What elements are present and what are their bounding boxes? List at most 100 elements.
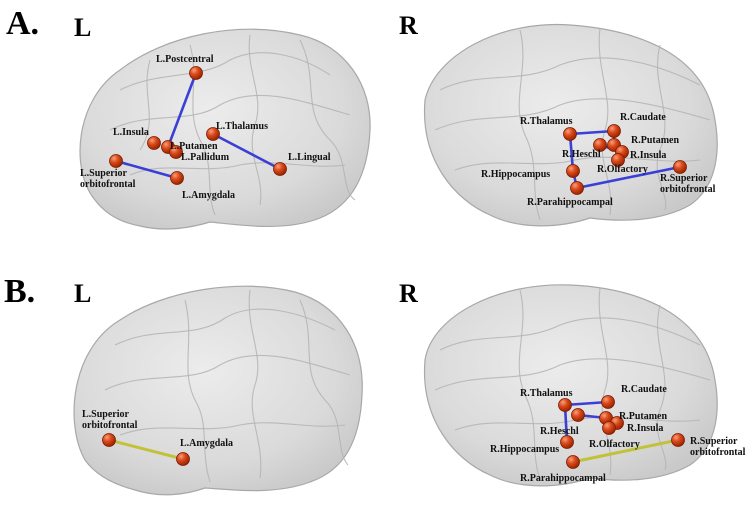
label-line: orbitofrontal [660, 184, 716, 195]
gyrus-line [299, 299, 349, 466]
connection-edge [107, 438, 185, 461]
label-r-caudate: R.Caudate [620, 112, 666, 123]
gyrus-line [129, 162, 346, 176]
hemisphere-letter-b-right: R [399, 279, 418, 308]
region-node [601, 395, 615, 409]
gyrus-line [439, 57, 701, 91]
hemisphere-letter-a-right: R [399, 11, 418, 40]
label-l-amygdala: L.Amygdala [180, 438, 233, 449]
label-r-thalamus: R.Thalamus [520, 388, 573, 399]
region-node [671, 433, 685, 447]
label-r-insula: R.Insula [630, 150, 666, 161]
gyrus-line [434, 98, 711, 131]
region-node [176, 452, 190, 466]
nodes-layer [102, 66, 687, 469]
gyrus-line [656, 44, 667, 211]
region-node [602, 421, 616, 435]
label-r-olfactory: R.Olfactory [597, 164, 648, 175]
gyrus-line [598, 27, 612, 216]
gyrus-line [656, 304, 667, 471]
label-r-insula: R.Insula [627, 423, 663, 434]
label-line: L.Superior [82, 409, 130, 420]
label-l-insula: L.Insula [113, 127, 149, 138]
label-l-thalamus: L.Thalamus [216, 121, 268, 132]
region-node [558, 398, 572, 412]
panel-letter-b: B. [4, 273, 35, 310]
labels-b-left: L.Superior orbitofrontal L.Amygdala [82, 409, 233, 449]
brain-outline [423, 284, 718, 487]
gyrus-line [139, 59, 151, 151]
gyrus-line [114, 308, 336, 346]
gyrus-line [434, 358, 711, 391]
region-node [563, 127, 577, 141]
gyrus-line [119, 422, 346, 436]
brain-outline [73, 285, 363, 496]
hemisphere-letter-a-left: L [74, 13, 91, 42]
labels-b-right: R.Thalamus R.Caudate R.Putamen R.Insula … [490, 384, 746, 484]
region-node [189, 66, 203, 80]
gyrus-line [109, 94, 351, 131]
region-node [673, 160, 687, 174]
gyrus-line [299, 39, 356, 201]
connection-edge [114, 159, 179, 180]
label-r-putamen: R.Putamen [631, 135, 679, 146]
label-l-lingual: L.Lingual [288, 152, 331, 163]
connection-edge [563, 400, 610, 407]
label-r-superior-orbitofrontal: R.Superior orbitofrontal [660, 173, 716, 195]
label-r-parahippocampal: R.Parahippocampal [520, 473, 606, 484]
label-r-thalamus: R.Thalamus [520, 116, 573, 127]
region-node [206, 127, 220, 141]
label-r-olfactory: R.Olfactory [589, 439, 640, 450]
label-line: R.Superior [690, 436, 738, 447]
label-l-superior-orbitofrontal: L.Superior orbitofrontal [82, 409, 138, 431]
gyrus-line [104, 354, 351, 391]
label-l-amygdala: L.Amygdala [182, 190, 235, 201]
panel-b-left-brain [73, 285, 363, 496]
region-node [169, 145, 183, 159]
region-node [560, 435, 574, 449]
label-r-heschl: R.Heschl [562, 149, 601, 160]
gyrus-line [439, 317, 701, 351]
label-line: orbitofrontal [80, 179, 136, 190]
label-r-hippocampus: R.Hippocampus [490, 444, 559, 455]
labels-a-left: L.Postcentral L.Insula L.Putamen L.Palli… [80, 54, 331, 201]
region-node [273, 162, 287, 176]
region-node [102, 433, 116, 447]
gyrus-line [518, 29, 541, 221]
region-node [147, 136, 161, 150]
region-node [170, 171, 184, 185]
label-l-pallidum: L.Pallidum [181, 152, 230, 163]
label-line: R.Superior [660, 173, 708, 184]
hemisphere-letter-b-left: L [74, 279, 91, 308]
region-node [611, 153, 625, 167]
label-r-caudate: R.Caudate [621, 384, 667, 395]
label-l-superior-orbitofrontal: L.Superior orbitofrontal [80, 168, 136, 190]
gyrus-line [119, 52, 331, 91]
label-r-putamen: R.Putamen [619, 411, 667, 422]
gyrus-line [518, 289, 541, 481]
region-node [109, 154, 123, 168]
connection-edge [211, 132, 282, 171]
label-l-putamen: L.Putamen [170, 141, 218, 152]
label-line: L.Superior [80, 168, 128, 179]
label-r-superior-orbitofrontal: R.Superior orbitofrontal [690, 436, 746, 458]
panel-letter-a: A. [6, 5, 39, 42]
gyrus-line [598, 287, 612, 476]
panel-b-right-brain [423, 284, 718, 487]
label-l-postcentral: L.Postcentral [156, 54, 214, 65]
panel-a-left-brain [79, 28, 371, 230]
gyrus-line [454, 156, 701, 171]
connection-edge [575, 165, 682, 190]
gyrus-line [248, 34, 262, 206]
region-node [566, 455, 580, 469]
label-line: orbitofrontal [690, 447, 746, 458]
connection-edge [571, 438, 680, 464]
gyrus-line [248, 289, 262, 479]
region-node [593, 138, 607, 152]
connection-edge [166, 71, 198, 149]
label-r-parahippocampal: R.Parahippocampal [527, 197, 613, 208]
labels-a-right: R.Thalamus R.Caudate R.Putamen R.Heschl … [481, 112, 716, 208]
label-r-heschl: R.Heschl [540, 426, 579, 437]
region-node [571, 408, 585, 422]
